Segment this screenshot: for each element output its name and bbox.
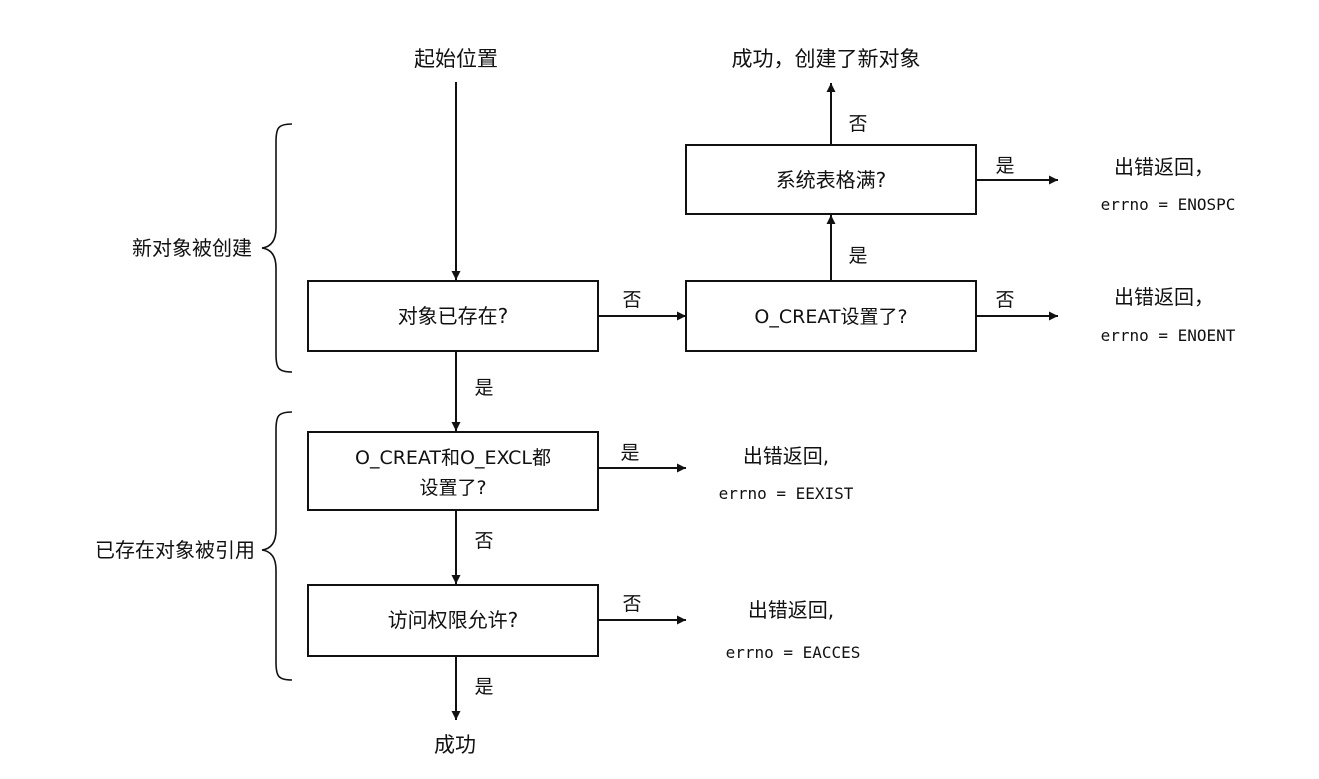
error-return-label-enoent: 出错返回， — [1114, 285, 1214, 309]
edge-label-creat-no: 否 — [995, 289, 1014, 311]
edge-label-access-yes: 是 — [474, 676, 493, 698]
brace-new-object — [261, 123, 293, 373]
edge-label-exists-yes: 是 — [474, 377, 493, 399]
decision-object-exists: 对象已存在? — [398, 304, 509, 328]
edge-label-creat-excl-yes: 是 — [620, 442, 639, 464]
decision-o-creat-set: O_CREAT设置了? — [754, 306, 907, 328]
edge-label-creat-yes: 是 — [848, 245, 867, 267]
error-return-label-eacces: 出错返回, — [748, 598, 834, 622]
decision-box-object-exists — [307, 280, 599, 352]
success-created-label: 成功，创建了新对象 — [732, 47, 921, 71]
decision-creat-excl-line2: 设置了? — [419, 477, 486, 499]
brace-existing-object — [261, 411, 293, 681]
decision-access-allowed: 访问权限允许? — [388, 608, 519, 632]
errno-eexist: errno = EEXIST — [719, 484, 854, 503]
edge-label-creat-excl-no: 否 — [474, 530, 493, 552]
start-label: 起始位置 — [414, 47, 498, 71]
edge-label-table-full-yes: 是 — [995, 155, 1014, 177]
error-return-label-enospc: 出错返回， — [1114, 155, 1214, 179]
decision-box-creat-excl — [307, 431, 599, 511]
success-label: 成功 — [434, 733, 476, 757]
edge-label-table-full-no: 否 — [848, 113, 867, 135]
errno-enospc: errno = ENOSPC — [1101, 195, 1236, 214]
decision-box-access-allowed — [307, 584, 599, 657]
decision-creat-excl-line1: O_CREAT和O_EXCL都 — [355, 447, 551, 469]
brace-label-existing-object: 已存在对象被引用 — [95, 538, 255, 562]
error-return-label-eexist: 出错返回, — [743, 444, 829, 468]
errno-eacces: errno = EACCES — [726, 643, 861, 662]
decision-table-full: 系统表格满? — [776, 168, 887, 192]
errno-enoent: errno = ENOENT — [1101, 326, 1236, 345]
decision-box-table-full — [685, 144, 977, 215]
edge-label-exists-no: 否 — [622, 289, 641, 311]
brace-label-new-object: 新对象被创建 — [132, 236, 252, 260]
edge-label-access-no: 否 — [622, 593, 641, 615]
